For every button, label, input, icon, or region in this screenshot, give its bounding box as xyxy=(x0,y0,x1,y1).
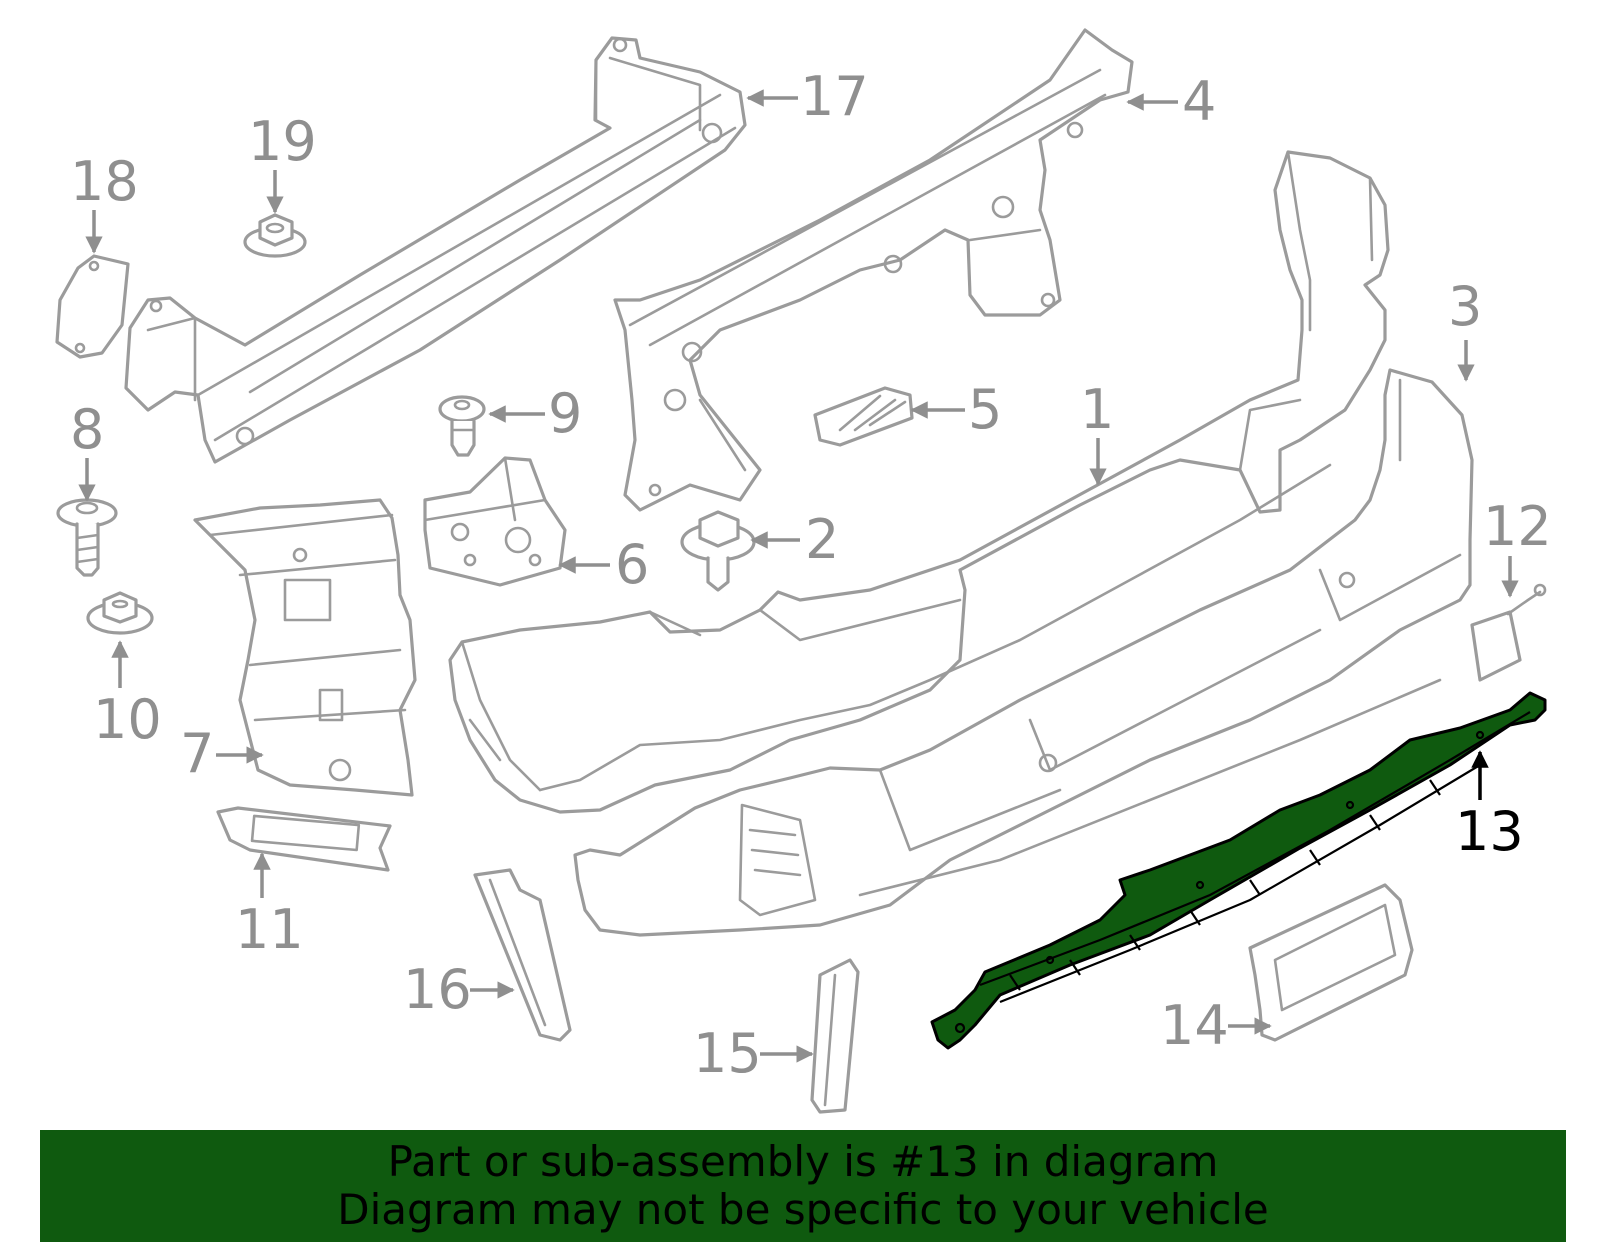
part-15-reflector[interactable] xyxy=(810,958,860,1114)
callout-1[interactable]: 1 xyxy=(1080,378,1114,441)
part-13-shape xyxy=(930,691,1547,1050)
callout-7[interactable]: 7 xyxy=(180,722,214,785)
callout-2[interactable]: 2 xyxy=(805,508,839,571)
callout-14[interactable]: 14 xyxy=(1160,994,1229,1057)
banner-line-part-number: Part or sub-assembly is #13 in diagram xyxy=(387,1137,1219,1186)
banner-line-disclaimer: Diagram may not be specific to your vehi… xyxy=(337,1185,1269,1234)
callout-10[interactable]: 10 xyxy=(93,688,162,751)
part-1-bumper-cover[interactable] xyxy=(448,150,1390,814)
part-10-nut[interactable] xyxy=(86,591,154,635)
part-19-nut[interactable] xyxy=(243,213,307,258)
part-14-license-bracket[interactable] xyxy=(1248,883,1414,1042)
callout-18[interactable]: 18 xyxy=(70,150,139,213)
part-9-clip[interactable] xyxy=(438,395,486,457)
part-12-sensor[interactable] xyxy=(1470,583,1547,682)
callout-labels: 17 4 19 18 9 5 1 3 8 2 6 12 10 7 13 11 1… xyxy=(70,65,1552,1085)
callout-4[interactable]: 4 xyxy=(1182,70,1216,133)
part-7-side-bracket[interactable] xyxy=(193,498,417,797)
part-8-bolt[interactable] xyxy=(56,498,118,577)
part-6-mount-bracket[interactable] xyxy=(423,456,567,587)
part-16-reflector[interactable] xyxy=(473,868,572,1042)
part-5-bracket[interactable] xyxy=(813,386,914,447)
callout-8[interactable]: 8 xyxy=(70,398,104,461)
callout-19[interactable]: 19 xyxy=(248,110,317,173)
callout-3[interactable]: 3 xyxy=(1448,275,1482,338)
callout-17[interactable]: 17 xyxy=(800,65,869,128)
callout-12[interactable]: 12 xyxy=(1483,495,1552,558)
callout-leaders xyxy=(78,89,1519,1063)
callout-16[interactable]: 16 xyxy=(403,958,472,1021)
part-13-lower-trim-highlighted[interactable] xyxy=(930,691,1547,1050)
callout-6[interactable]: 6 xyxy=(615,533,649,596)
callout-15[interactable]: 15 xyxy=(693,1022,762,1085)
info-banner: Part or sub-assembly is #13 in diagram D… xyxy=(40,1130,1566,1242)
part-18-cover-plate[interactable] xyxy=(55,254,130,359)
callout-13[interactable]: 13 xyxy=(1455,800,1524,863)
part-4-bumper-carrier[interactable] xyxy=(613,28,1134,512)
callout-5[interactable]: 5 xyxy=(968,378,1002,441)
part-2-bolt[interactable] xyxy=(680,510,756,592)
callout-9[interactable]: 9 xyxy=(548,382,582,445)
callout-11[interactable]: 11 xyxy=(235,898,304,961)
part-17-reinforcement-bar[interactable] xyxy=(124,36,747,464)
part-11-bracket-strip[interactable] xyxy=(216,806,392,872)
part-3-lower-bumper-cover[interactable] xyxy=(573,368,1474,937)
